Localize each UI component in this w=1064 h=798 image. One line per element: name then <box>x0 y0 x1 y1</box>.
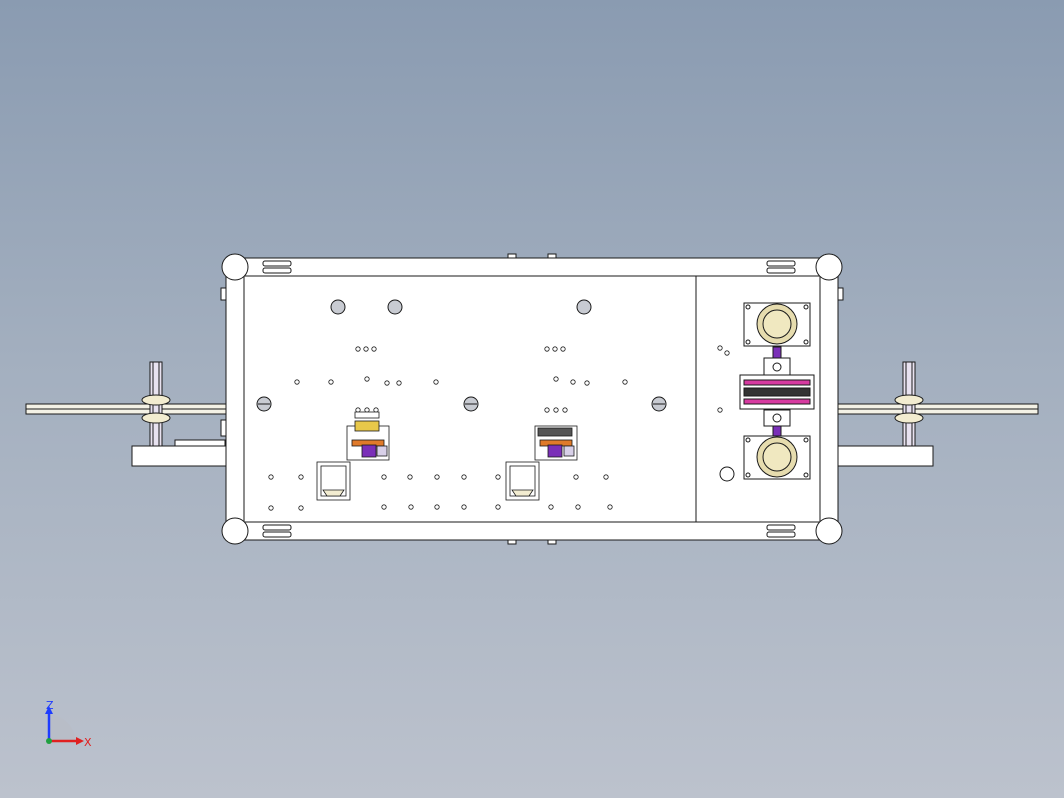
bearing-housing-bottom[interactable] <box>743 435 811 480</box>
small-hole <box>553 376 559 382</box>
coordinate-triad: Z X <box>38 698 98 758</box>
small-hole <box>495 504 501 510</box>
small-hole <box>381 504 387 510</box>
right-roller-arm[interactable] <box>837 361 1039 467</box>
small-hole <box>544 346 550 352</box>
small-hole <box>328 379 334 385</box>
motor-bracket-left[interactable] <box>316 461 351 501</box>
small-hole <box>373 407 379 413</box>
small-hole <box>364 376 370 382</box>
small-hole <box>560 346 566 352</box>
small-hole <box>553 407 559 413</box>
small-hole <box>717 345 723 351</box>
small-hole <box>268 505 274 511</box>
small-hole <box>384 380 390 386</box>
small-hole <box>294 379 300 385</box>
coordinate-axes-icon: Z X <box>45 699 92 749</box>
small-hole <box>461 474 467 480</box>
small-hole <box>364 407 370 413</box>
small-hole <box>355 407 361 413</box>
small-hole <box>396 380 402 386</box>
small-hole <box>363 346 369 352</box>
small-hole <box>495 474 501 480</box>
small-hole <box>552 346 558 352</box>
linear-actuator[interactable] <box>739 346 815 437</box>
small-hole <box>548 504 554 510</box>
small-hole <box>407 474 413 480</box>
x-axis-label: X <box>84 736 92 749</box>
small-hole <box>603 474 609 480</box>
mounting-holes-large <box>256 299 735 482</box>
small-hole <box>622 379 628 385</box>
gripper-module-right[interactable] <box>534 425 578 461</box>
small-hole <box>717 407 723 413</box>
small-hole <box>724 350 730 356</box>
small-hole <box>461 504 467 510</box>
small-hole <box>434 474 440 480</box>
small-hole <box>562 407 568 413</box>
small-hole <box>298 474 304 480</box>
small-hole <box>570 379 576 385</box>
small-hole <box>607 504 613 510</box>
left-roller-arm[interactable] <box>25 361 228 467</box>
gripper-module-left[interactable] <box>346 411 390 461</box>
small-hole <box>381 474 387 480</box>
small-hole <box>573 474 579 480</box>
small-hole <box>584 380 590 386</box>
small-hole <box>268 474 274 480</box>
motor-bracket-right[interactable] <box>505 461 540 501</box>
small-hole <box>355 346 361 352</box>
corner-casters[interactable] <box>221 253 843 545</box>
small-hole <box>433 379 439 385</box>
small-hole <box>298 505 304 511</box>
small-hole <box>544 407 550 413</box>
small-hole <box>434 504 440 510</box>
small-hole <box>371 346 377 352</box>
z-axis-label: Z <box>46 699 54 712</box>
small-hole <box>575 504 581 510</box>
mounting-holes-small <box>268 345 730 511</box>
bearing-housing-top[interactable] <box>743 302 811 347</box>
small-hole <box>408 504 414 510</box>
